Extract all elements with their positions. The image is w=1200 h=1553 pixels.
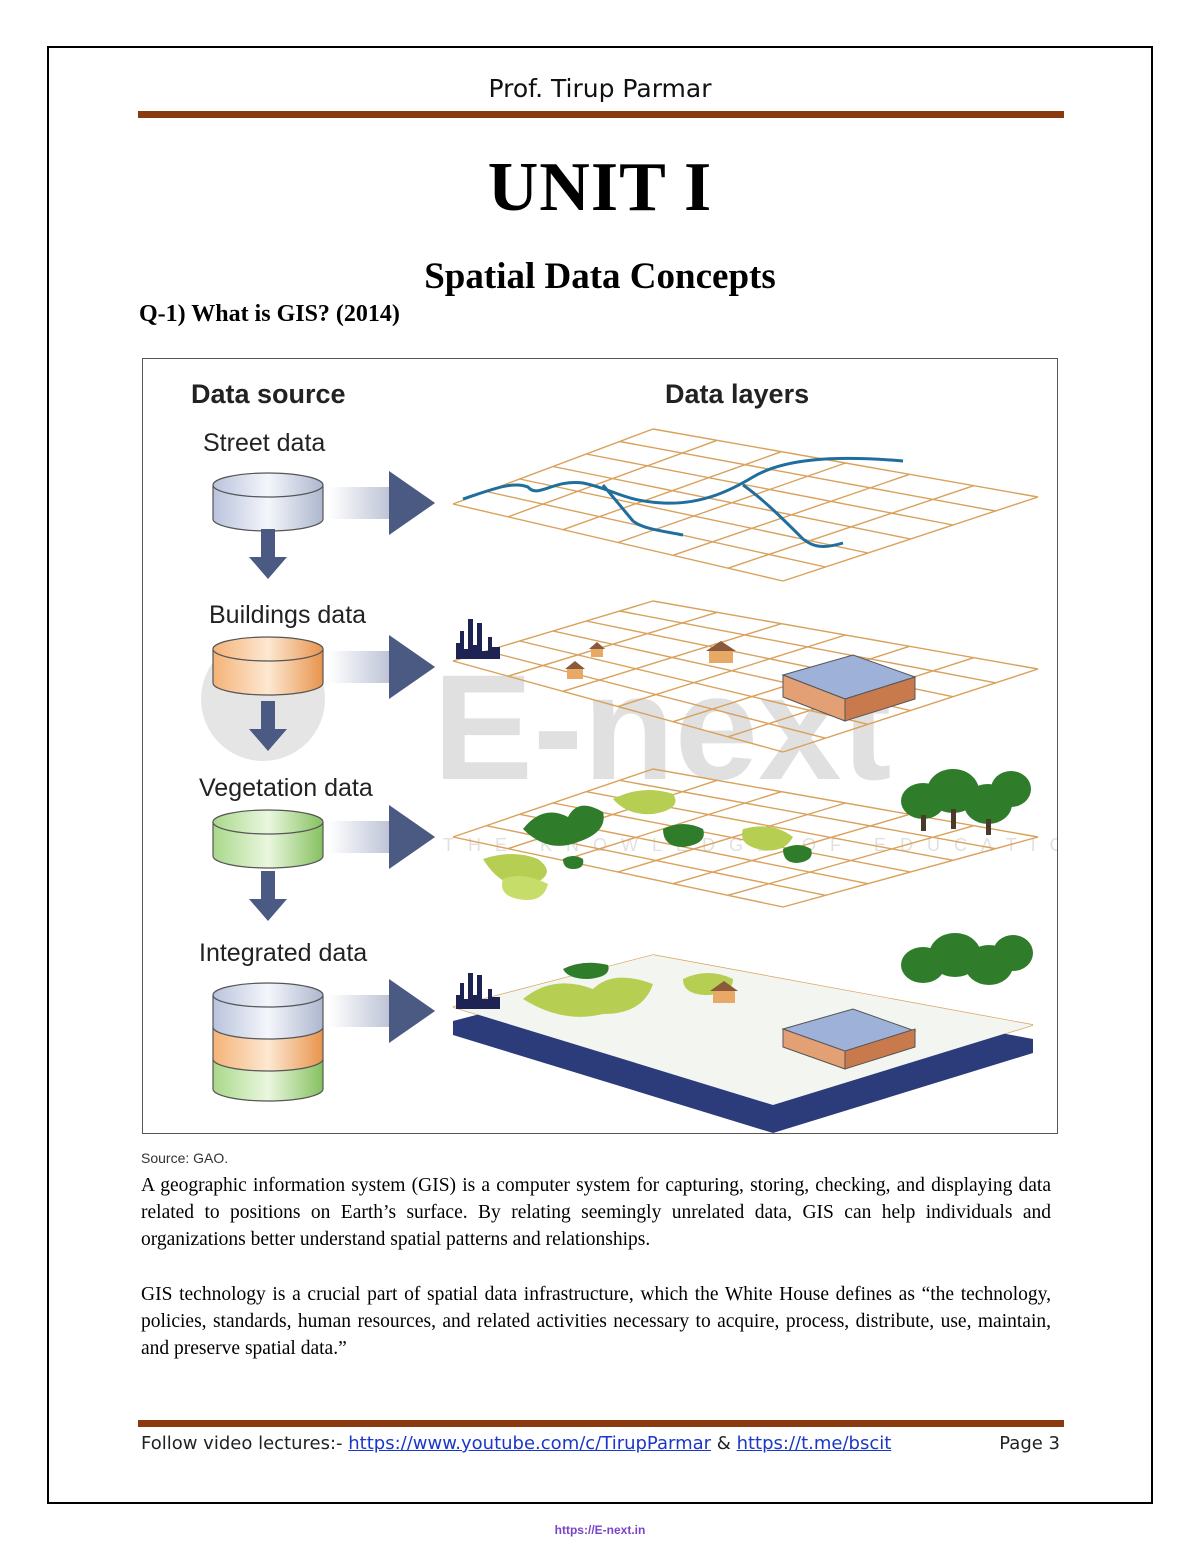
- data-source-heading: Data source: [191, 379, 346, 409]
- grid-line: [727, 824, 975, 897]
- street-database-icon: [212, 472, 324, 532]
- section-subtitle: Spatial Data Concepts: [424, 256, 776, 297]
- grid-line: [652, 428, 1039, 498]
- grid-line: [652, 600, 1039, 670]
- vegetation-grid: [452, 768, 1039, 908]
- integrated-tree-icon: [901, 933, 1033, 985]
- page-frame: [47, 46, 1153, 1504]
- large-building-icon: [781, 654, 917, 722]
- gis-layers-diagram: E-next THE KNOWLEDGE OF EDUCATION Data s…: [191, 379, 1057, 1133]
- grid-line: [782, 496, 1039, 582]
- street-lines: [462, 456, 904, 548]
- grid-line: [782, 668, 1039, 753]
- header-author: Prof. Tirup Parmar: [488, 74, 712, 103]
- row-label-integrated: Integrated data: [199, 939, 367, 967]
- tree-cluster-icon: [901, 769, 1031, 835]
- down-arrow-icons: [249, 529, 287, 921]
- gis-layers-figure: E-next THE KNOWLEDGE OF EDUCATION Data s…: [142, 358, 1058, 1134]
- data-layers-heading: Data layers: [665, 379, 809, 409]
- grid-line: [619, 440, 996, 512]
- grid-line: [586, 453, 954, 526]
- footer-prefix: Follow video lectures:-: [141, 1433, 343, 1454]
- city-skyline-icon: [456, 619, 500, 659]
- grid-line: [727, 485, 975, 569]
- youtube-link[interactable]: https://www.youtube.com/c/TirupParmar: [348, 1433, 712, 1454]
- row-label-street: Street data: [203, 429, 325, 457]
- integrated-database-icon: [212, 982, 324, 1102]
- house-icon: [565, 641, 736, 679]
- footer-rule: [138, 1420, 1064, 1427]
- footer-separator: &: [716, 1433, 731, 1454]
- grid-line: [672, 473, 910, 556]
- grid-line: [782, 836, 1039, 908]
- buildings-database-icon: [212, 636, 324, 696]
- header-rule: [138, 111, 1064, 118]
- street-grid: [452, 428, 1039, 582]
- row-label-buildings: Buildings data: [209, 601, 366, 629]
- paragraph-definition: A geographic information system (GIS) is…: [141, 1175, 1051, 1250]
- telegram-link[interactable]: https://t.me/bscit: [736, 1433, 892, 1454]
- figure-caption: Source: GAO.: [141, 1150, 229, 1166]
- vegetation-patches: [483, 769, 1031, 900]
- enext-link[interactable]: https://E-next.in: [554, 1523, 646, 1537]
- right-arrow-icons: [329, 471, 435, 1043]
- row-label-vegetation: Vegetation data: [199, 774, 373, 802]
- paragraph-infrastructure: GIS technology is a crucial part of spat…: [141, 1284, 1051, 1359]
- grid-line: [652, 768, 1039, 838]
- unit-title: UNIT I: [487, 149, 713, 226]
- question-heading: Q-1) What is GIS? (2014): [139, 301, 400, 327]
- footer-links: Follow video lectures:- https://www.yout…: [141, 1433, 891, 1454]
- integrated-layer: [453, 933, 1033, 1133]
- page-number: Page 3: [999, 1433, 1060, 1454]
- vegetation-database-icon: [212, 809, 324, 869]
